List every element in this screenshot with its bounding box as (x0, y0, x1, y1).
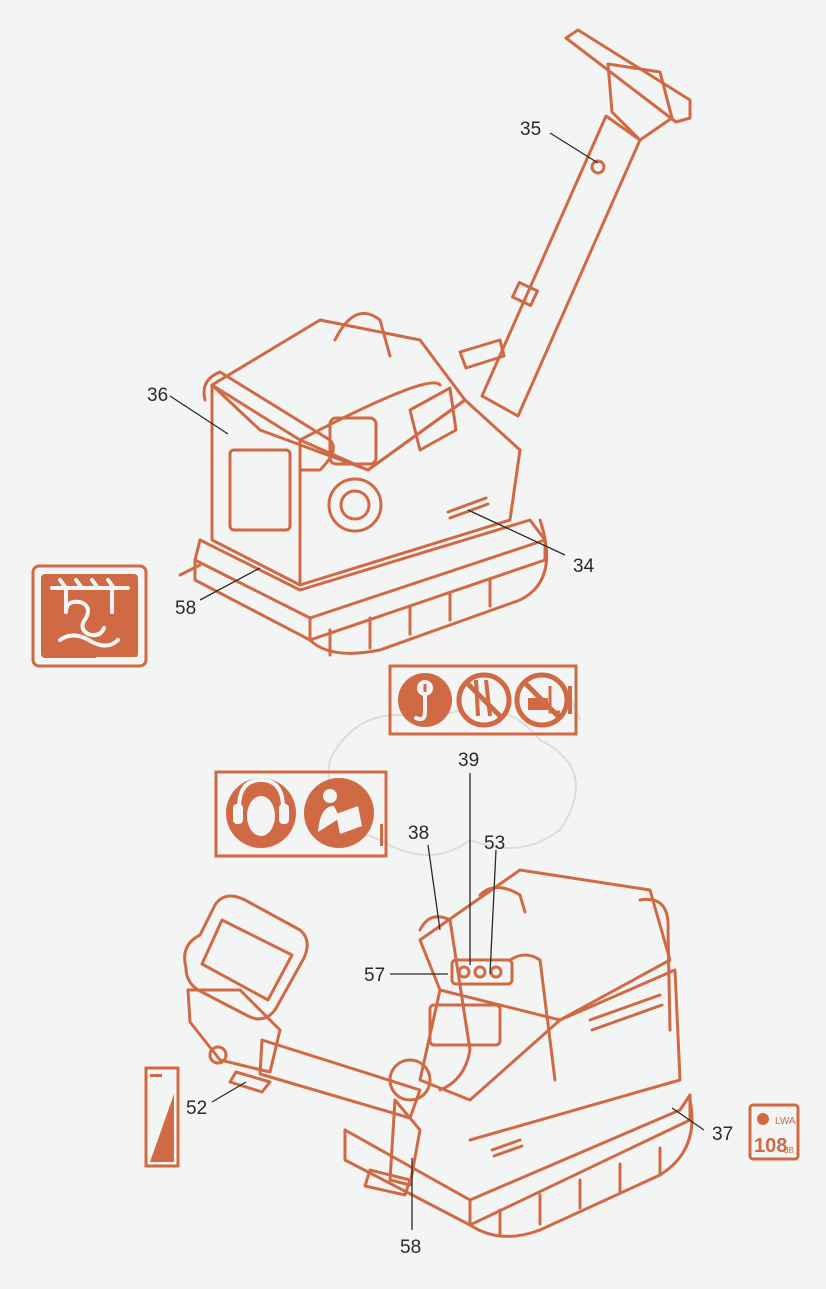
callout-35: 35 (520, 119, 542, 140)
bottom-compactor (183, 868, 694, 1238)
noise-unit: dB (784, 1146, 794, 1155)
callout-57: 57 (364, 965, 386, 986)
callout-53: 53 (484, 833, 506, 854)
ear-protection-icon (226, 777, 296, 848)
no-forklift-icon (514, 672, 570, 728)
tiedown-decal (31, 564, 148, 668)
callout-36: 36 (147, 385, 169, 406)
read-manual-icon (304, 778, 374, 848)
callout-39: 39 (458, 750, 480, 771)
top-compactor (178, 28, 692, 657)
no-stand-under-icon (456, 672, 512, 728)
callout-52: 52 (186, 1098, 208, 1119)
slope-decal (144, 1066, 180, 1168)
callout-58-bottom: 58 (400, 1237, 422, 1258)
slope-wedge-icon (150, 1094, 174, 1162)
callout-38: 38 (408, 823, 430, 844)
ppe-decal (214, 770, 388, 858)
noise-decal: LWA 108 dB (748, 1103, 800, 1161)
leader-lines (169, 132, 705, 1230)
callout-58-top: 58 (175, 598, 197, 619)
callout-34: 34 (573, 556, 595, 577)
noise-value: 108 (754, 1135, 787, 1157)
lift-point-icon (398, 673, 452, 727)
tiedown-lash-icon (50, 578, 130, 648)
hoist-warning-decal (388, 664, 578, 736)
noise-symbol: LWA (775, 1116, 796, 1127)
callout-37: 37 (712, 1124, 734, 1145)
sound-power-icon (757, 1113, 769, 1125)
